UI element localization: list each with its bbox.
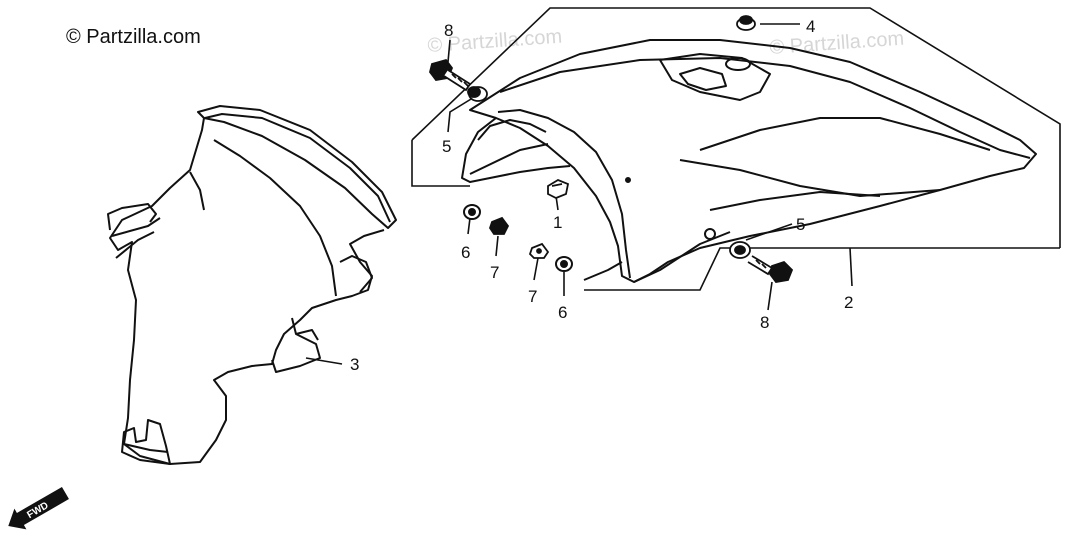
nut-part-7-left[interactable] (489, 216, 510, 235)
washer-part-6-right[interactable] (555, 256, 573, 272)
callout-5-left: 5 (442, 137, 451, 156)
nut-part-7-right[interactable] (528, 242, 550, 259)
callout-4: 4 (806, 17, 815, 36)
leader-lines (305, 7, 1061, 365)
nut-part-1[interactable] (547, 178, 570, 199)
callout-8-bottom: 8 (760, 313, 769, 332)
bolt-part-8-top[interactable] (429, 58, 472, 92)
callout-8-top: 8 (444, 21, 453, 40)
copyright-notice: © Partzilla.com (66, 26, 201, 48)
rear-fender-part-2[interactable] (461, 39, 1037, 283)
callout-7-right: 7 (528, 287, 537, 306)
callout-7-left: 7 (490, 263, 499, 282)
fwd-label: FWD (25, 500, 50, 521)
watermark-2: © Partzilla.com (769, 28, 905, 59)
collar-part-5-left[interactable] (467, 86, 488, 102)
callout-3: 3 (350, 355, 359, 374)
callout-1: 1 (553, 213, 562, 232)
washer-part-6-left[interactable] (463, 204, 481, 220)
callout-6-left: 6 (461, 243, 470, 262)
forward-arrow-icon: FWD (8, 486, 69, 530)
grommet-part-4[interactable] (736, 15, 756, 31)
callout-2: 2 (844, 293, 853, 312)
collar-part-5-right[interactable] (729, 241, 751, 259)
bolt-part-8-bottom[interactable] (747, 255, 794, 283)
callout-6-right: 6 (558, 303, 567, 322)
callout-5-right: 5 (796, 215, 805, 234)
inner-fender-part-3[interactable] (107, 105, 397, 465)
